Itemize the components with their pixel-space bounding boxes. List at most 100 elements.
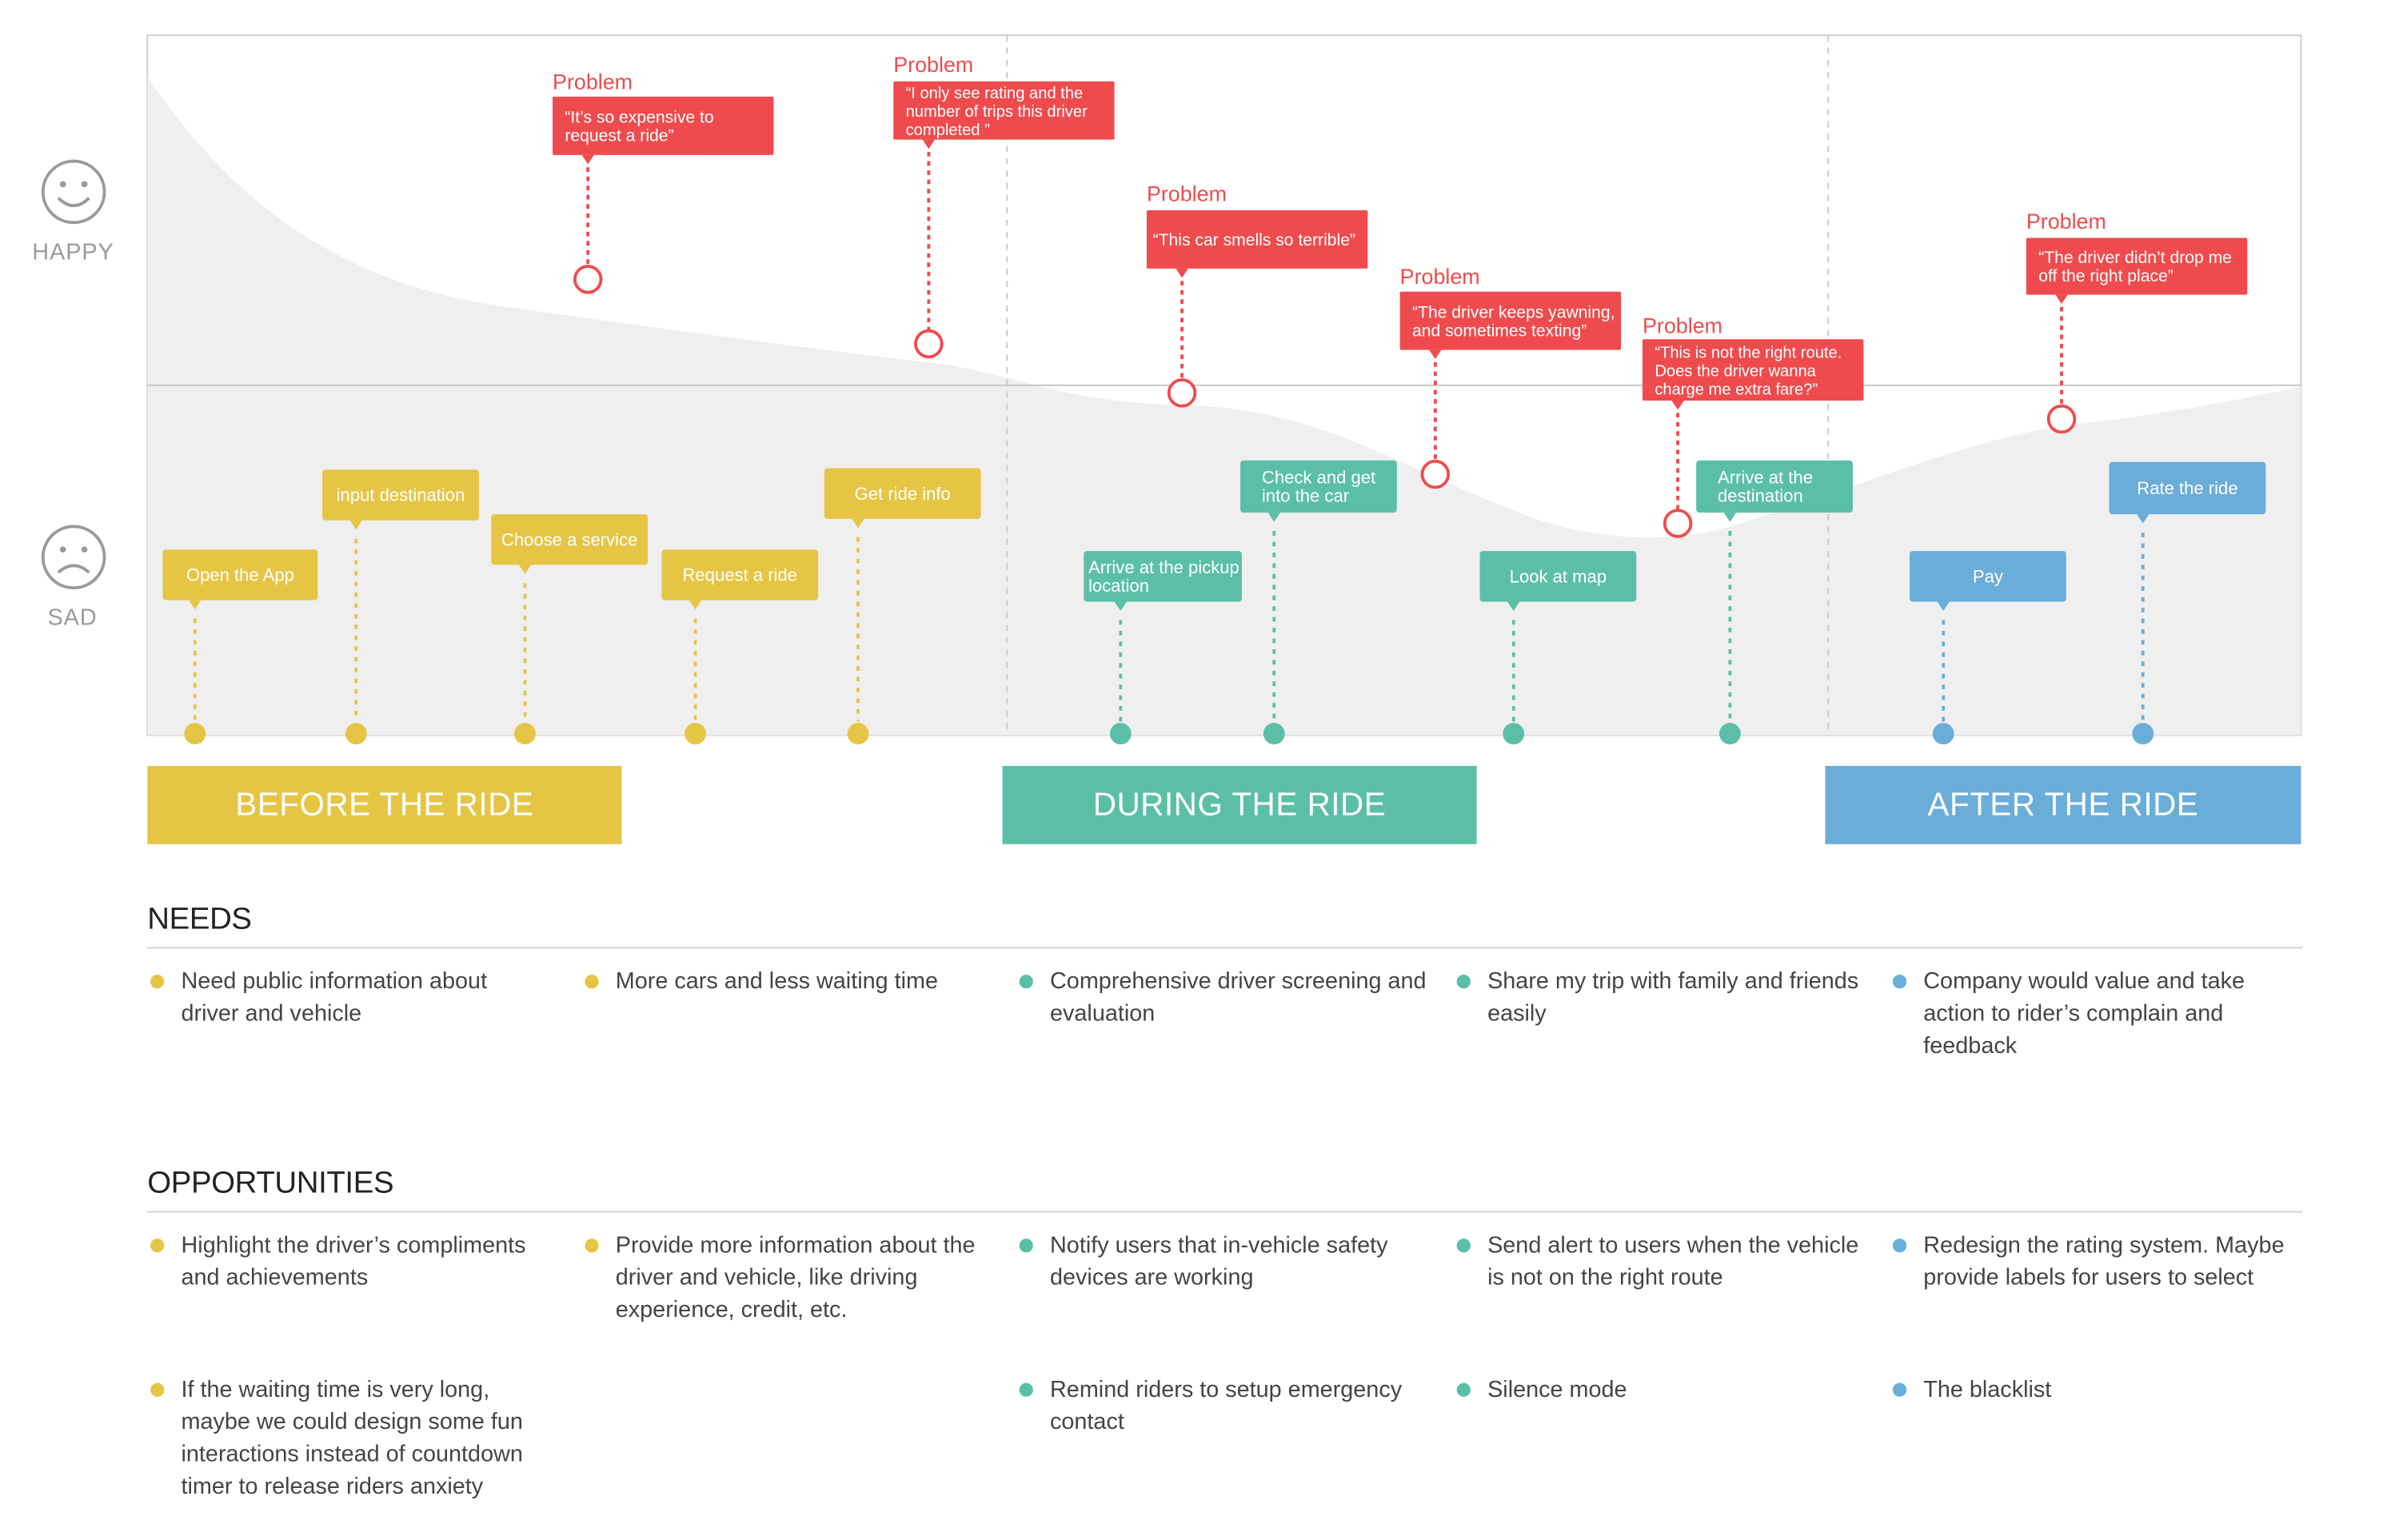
bullet-dot-icon <box>1456 974 1471 989</box>
problem-heading: Problem <box>1643 314 1722 338</box>
step-box[interactable] <box>2109 461 2266 515</box>
needs-divider <box>147 947 2303 949</box>
problem-marker[interactable] <box>1663 509 1693 538</box>
problem-quote-line: “It’s so expensive to <box>565 109 713 127</box>
step-pointer <box>852 518 864 529</box>
bullet-dot-icon <box>1892 1382 1907 1397</box>
sad-label: SAD <box>47 604 98 631</box>
problem-marker[interactable] <box>1420 459 1451 489</box>
problem-heading: Problem <box>553 70 633 94</box>
need-text: Company would value and take action to r… <box>1923 968 2245 1059</box>
step-dot[interactable] <box>184 723 206 745</box>
problem-box <box>1146 209 1368 269</box>
opportunity-item: Send alert to users when the vehicle is … <box>1456 1230 1878 1295</box>
opportunities-title: OPPORTUNITIES <box>147 1166 394 1201</box>
problem-quote-line: “This is not the right route. <box>1655 344 1842 361</box>
problem-quote-line: “The driver didn’t drop me <box>2038 249 2232 267</box>
step-s3[interactable]: Choose a service <box>491 514 649 745</box>
opportunity-item: Remind riders to setup emergency contact <box>1019 1374 1441 1438</box>
step-s8[interactable]: Look at map <box>1479 551 1637 745</box>
step-dot[interactable] <box>2132 723 2154 745</box>
need-item: More cars and less waiting time <box>585 965 1015 997</box>
step-label: destination <box>1718 486 1803 506</box>
opportunity-text: Notify users that in-vehicle safety devi… <box>1050 1232 1388 1291</box>
step-label: into the car <box>1262 486 1349 506</box>
bullet-dot-icon <box>585 1239 599 1253</box>
problem-marker[interactable] <box>1167 378 1197 408</box>
need-item: Need public information about driver and… <box>150 965 550 1030</box>
step-dot[interactable] <box>685 723 707 745</box>
bullet-dot-icon <box>1019 1239 1033 1253</box>
problem-box <box>893 81 1115 140</box>
problem-quote-line: charge me extra fare?” <box>1655 381 1818 398</box>
problem-pointer <box>581 154 594 165</box>
opportunity-item: Notify users that in-vehicle safety devi… <box>1019 1230 1441 1295</box>
problem-marker[interactable] <box>573 265 603 294</box>
problem-quote-line: off the right place” <box>2038 267 2173 285</box>
step-dot[interactable] <box>514 723 536 745</box>
step-s10[interactable]: Pay <box>1909 551 2066 745</box>
opportunities-divider <box>147 1211 2303 1213</box>
problem-pointer <box>1176 268 1188 278</box>
opportunity-text: The blacklist <box>1923 1376 2052 1403</box>
step-s2[interactable]: input destination <box>322 469 479 745</box>
step-pointer <box>1114 601 1127 612</box>
step-label: Rate the ride <box>2137 478 2237 498</box>
step-dot[interactable] <box>345 723 367 745</box>
step-pointer <box>1937 601 1950 612</box>
problem-pointer <box>1429 349 1442 360</box>
step-box[interactable] <box>661 549 819 600</box>
need-item: Comprehensive driver screening and evalu… <box>1019 965 1441 1030</box>
step-label: Request a ride <box>682 565 797 585</box>
step-dot[interactable] <box>1109 723 1132 745</box>
step-pointer <box>1723 513 1737 522</box>
step-box[interactable] <box>1084 551 1242 602</box>
step-dot[interactable] <box>847 723 869 745</box>
step-s11[interactable]: Rate the ride <box>2109 461 2266 745</box>
problem-box <box>553 96 774 155</box>
step-pointer <box>518 565 532 574</box>
step-pointer <box>349 520 363 530</box>
step-box[interactable] <box>1240 460 1397 513</box>
opportunity-text: Redesign the rating system. Maybe provid… <box>1923 1232 2285 1291</box>
step-s1[interactable]: Open the App <box>162 549 318 745</box>
problem-quote-line: request a ride” <box>565 127 673 146</box>
step-pointer <box>1267 513 1280 522</box>
step-box[interactable] <box>322 469 479 521</box>
problem-marker[interactable] <box>914 329 944 359</box>
bullet-dot-icon <box>1019 1382 1033 1397</box>
problem-marker[interactable] <box>2046 404 2077 434</box>
step-s4[interactable]: Request a ride <box>661 549 819 745</box>
bullet-dot-icon <box>1019 974 1033 989</box>
step-box[interactable] <box>1696 460 1853 513</box>
bullet-dot-icon <box>150 1382 165 1397</box>
step-box[interactable] <box>1909 551 2066 602</box>
step-dot[interactable] <box>1263 723 1285 745</box>
bullet-dot-icon <box>1456 1239 1471 1253</box>
opportunity-text: Send alert to users when the vehicle is … <box>1487 1232 1859 1291</box>
problem-quote-line: Does the driver wanna <box>1655 362 1816 380</box>
bullet-dot-icon <box>585 974 599 989</box>
need-item: Share my trip with family and friends ea… <box>1456 965 1878 1030</box>
opportunity-item: The blacklist <box>1892 1374 2307 1406</box>
problem-box <box>1399 291 1622 350</box>
step-box[interactable] <box>824 468 981 519</box>
step-dot[interactable] <box>1503 723 1525 745</box>
step-dot[interactable] <box>1932 723 1954 745</box>
opportunity-text: Silence mode <box>1487 1376 1627 1403</box>
step-s5[interactable]: Get ride info <box>824 468 981 745</box>
bullet-dot-icon <box>150 1239 165 1253</box>
bullet-dot-icon <box>1892 974 1907 989</box>
step-box[interactable] <box>162 549 318 600</box>
problem-box <box>2026 237 2248 295</box>
problem-pointer <box>922 139 936 150</box>
step-dot[interactable] <box>1718 723 1741 745</box>
step-box[interactable] <box>1479 551 1637 602</box>
need-text: Comprehensive driver screening and evalu… <box>1050 968 1427 1027</box>
step-box[interactable] <box>491 514 649 565</box>
